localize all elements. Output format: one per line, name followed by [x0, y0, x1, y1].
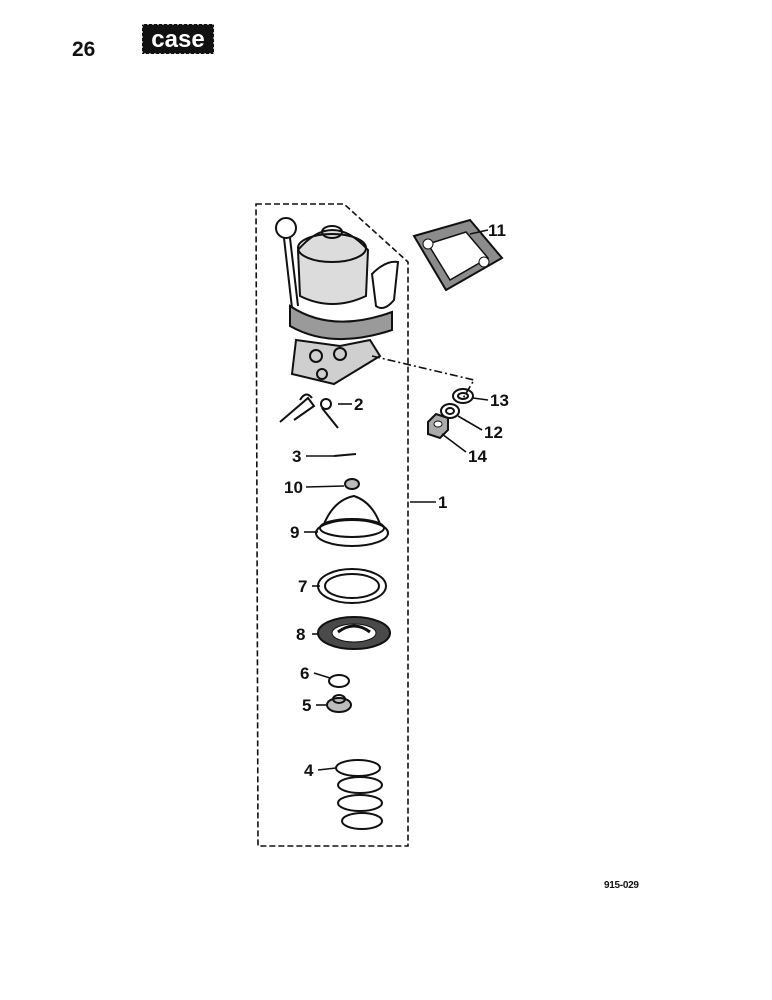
callout-8: 8 [296, 625, 305, 644]
ring-part-7 [317, 568, 387, 604]
callout-4: 4 [304, 761, 314, 780]
spring-part-4 [335, 759, 383, 830]
case-logo: case [142, 24, 214, 54]
callout-14: 14 [468, 447, 487, 466]
callout-13: 13 [490, 391, 509, 410]
callout-6: 6 [300, 664, 309, 683]
gasket-part-11 [412, 218, 504, 292]
valve-part-5 [326, 694, 352, 713]
figure-code: 915-029 [604, 880, 639, 891]
callout-3: 3 [292, 447, 301, 466]
spring-clip-part-2 [279, 393, 339, 429]
callout-10: 10 [284, 478, 303, 497]
assembly-bracket [255, 203, 409, 847]
pin-part-3 [333, 453, 357, 457]
fuel-pump-body [275, 217, 400, 386]
callout-9: 9 [290, 523, 299, 542]
nut-part-14 [427, 412, 449, 440]
callout-2: 2 [354, 395, 363, 414]
ring-part-6 [328, 674, 350, 688]
page-number: 26 [72, 38, 96, 61]
callout-1: 1 [438, 493, 447, 512]
seal-part-10 [344, 478, 360, 490]
callout-5: 5 [302, 696, 311, 715]
lock-washer-part-12 [440, 403, 460, 419]
washer-part-13 [452, 388, 474, 404]
diaphragm-part-8 [317, 616, 391, 650]
diaphragm-cover-part-9 [315, 494, 389, 547]
callout-12: 12 [484, 423, 503, 442]
logo-text: case [151, 26, 204, 53]
callout-11: 11 [488, 221, 506, 240]
callout-7: 7 [298, 577, 307, 596]
